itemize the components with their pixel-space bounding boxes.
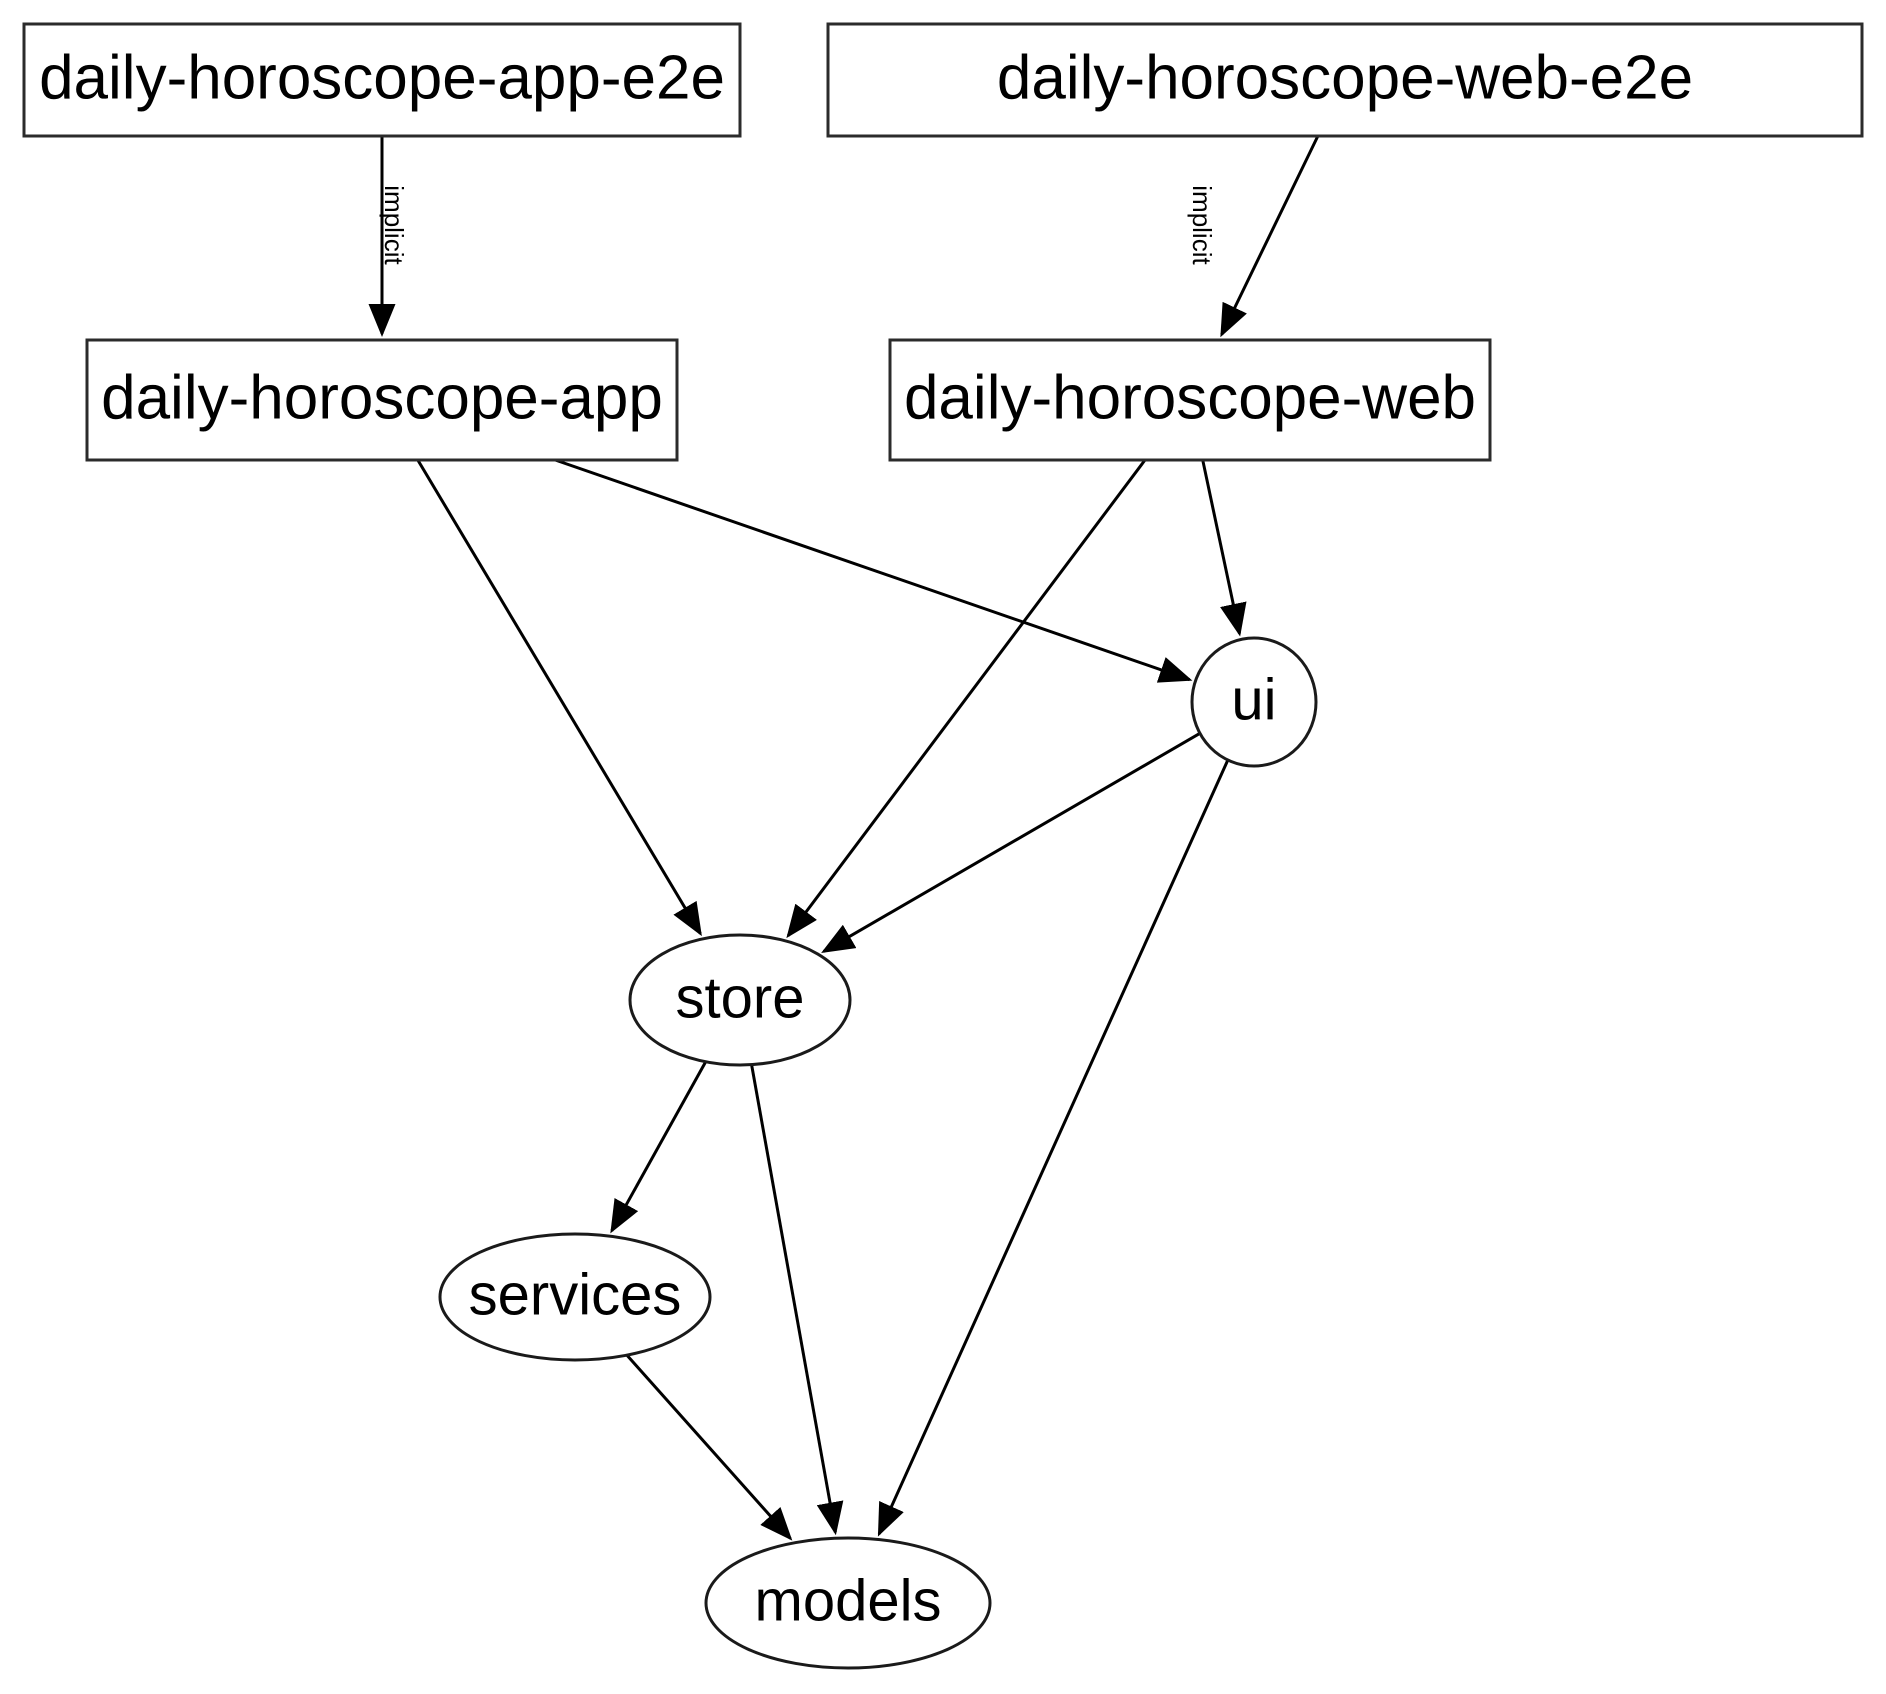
edge-label-daily-horoscope-app-e2e-to-daily-horoscope-app: implicit	[379, 185, 409, 265]
node-shape-daily-horoscope-app-e2e	[22, 22, 742, 138]
node-label-services: services	[469, 1262, 682, 1327]
node-label-daily-horoscope-web: daily-horoscope-web	[904, 363, 1476, 432]
node-label-daily-horoscope-web-e2e: daily-horoscope-web-e2e	[997, 43, 1693, 112]
edge-label-daily-horoscope-web-e2e-to-daily-horoscope-web: implicit	[1187, 185, 1217, 265]
edge-daily-horoscope-web-to-store	[786, 459, 1147, 939]
node-daily-horoscope-web[interactable]: daily-horoscope-web	[888, 338, 1492, 462]
edge-store-to-models	[750, 1064, 844, 1536]
node-models[interactable]: models	[704, 1536, 992, 1670]
edge-daily-horoscope-app-to-store	[416, 459, 702, 937]
node-services[interactable]: services	[438, 1232, 712, 1362]
node-shape-ui	[1190, 636, 1318, 768]
node-store[interactable]: store	[628, 933, 852, 1067]
node-label-models: models	[755, 1568, 942, 1633]
node-label-ui: ui	[1231, 667, 1276, 732]
node-shape-store	[628, 933, 852, 1067]
node-daily-horoscope-app[interactable]: daily-horoscope-app	[85, 338, 679, 462]
node-shape-services	[438, 1232, 712, 1362]
edge-daily-horoscope-app-to-ui	[554, 458, 1193, 683]
edge-ui-to-store	[821, 732, 1201, 953]
node-shape-daily-horoscope-app	[85, 338, 679, 462]
edge-daily-horoscope-web-e2e-to-daily-horoscope-web	[1220, 135, 1320, 338]
node-label-daily-horoscope-app: daily-horoscope-app	[101, 363, 663, 432]
node-shape-daily-horoscope-web-e2e	[826, 22, 1864, 138]
node-daily-horoscope-app-e2e[interactable]: daily-horoscope-app-e2e	[22, 22, 742, 138]
edge-labels-layer: implicit implicit	[379, 185, 1217, 265]
node-label-daily-horoscope-app-e2e: daily-horoscope-app-e2e	[39, 43, 725, 112]
node-ui[interactable]: ui	[1190, 636, 1318, 768]
node-label-store: store	[676, 965, 805, 1030]
node-shape-models	[704, 1536, 992, 1670]
edge-services-to-models	[625, 1354, 793, 1541]
edge-ui-to-models	[877, 759, 1230, 1537]
node-daily-horoscope-web-e2e[interactable]: daily-horoscope-web-e2e	[826, 22, 1864, 138]
edge-daily-horoscope-web-to-ui	[1201, 459, 1247, 637]
nodes-layer: daily-horoscope-app-e2e daily-horoscope-w…	[22, 22, 1864, 1670]
edge-store-to-services	[610, 1061, 708, 1234]
edges-layer	[368, 135, 1320, 1541]
node-shape-daily-horoscope-web	[888, 338, 1492, 462]
